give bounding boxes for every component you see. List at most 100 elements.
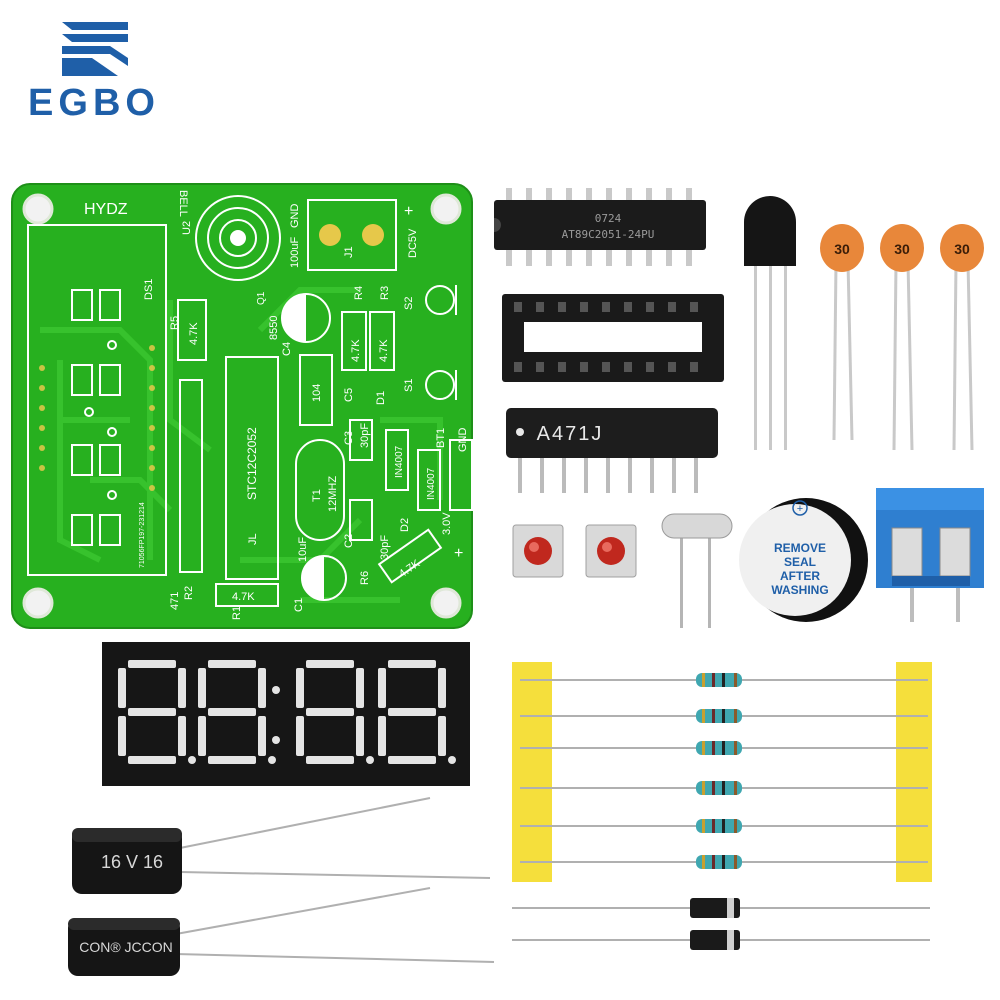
pcb-label-3v: 3.0V <box>441 512 453 535</box>
pcb-label-c4: C4 <box>281 342 293 356</box>
push-button-1 <box>512 524 564 578</box>
mounting-hole-icon <box>22 193 462 619</box>
pcb-label-ic: STC12C2052 <box>245 427 259 500</box>
electrolytic-cap-label: CON® JCCON <box>79 939 173 955</box>
pcb-label-r5-val: 4.7K <box>188 322 200 345</box>
pcb-label-c1: C1 <box>293 598 305 612</box>
pcb-label-c2: C2 <box>343 534 355 548</box>
pcb-label-ds1: DS1 <box>143 279 155 300</box>
pcb-label-r2: R2 <box>183 586 195 600</box>
pcb-board: HYDZ BELL U2 100uF GND J1 DC5V + DS1 R5 … <box>11 183 473 629</box>
pcb-label-d2-val: IN4007 <box>426 467 437 500</box>
display-digit <box>296 660 374 764</box>
resistor <box>520 673 928 687</box>
pcb-label-c5: C5 <box>343 388 355 402</box>
resistor-network-label: A471J <box>537 423 604 445</box>
pcb-label-s1: S1 <box>403 379 415 392</box>
resistor <box>520 709 928 723</box>
display-silkscreen <box>27 224 167 576</box>
diodes <box>512 898 930 950</box>
pcb-label-c3: C3 <box>343 431 355 445</box>
brand-name: EGBO <box>28 82 160 124</box>
pcb-label-100uf: 100uF <box>289 237 301 268</box>
pcb-label-serial: 71056FP197-231214 <box>139 502 146 568</box>
pcb-label-104: 104 <box>311 384 323 402</box>
microcontroller-chip: 0724 AT89C2051-24PU <box>494 188 706 266</box>
resistor-strip <box>512 662 932 882</box>
resistor <box>520 819 928 833</box>
pcb-label-q1: Q1 <box>256 291 267 305</box>
ic-socket <box>502 294 724 382</box>
chip-model: AT89C2051-24PU <box>562 228 655 241</box>
pcb-label-c2-val: 30pF <box>379 535 391 560</box>
resistor <box>520 855 928 869</box>
pcb-label-10uf: 10uF <box>297 537 309 562</box>
ceramic-cap-3: 30 <box>940 224 984 272</box>
ceramic-capacitors: 30 30 30 <box>820 224 984 451</box>
pcb-label-s2: S2 <box>403 297 415 310</box>
ceramic-cap-label: 30 <box>834 241 850 257</box>
pcb-label-d1: D1 <box>375 391 387 405</box>
pcb-label-plus-top: + <box>404 203 413 220</box>
pcb-title: HYDZ <box>84 201 128 218</box>
pcb-label-bt1: BT1 <box>435 428 447 448</box>
display-digit <box>118 660 196 764</box>
ic-silkscreen <box>225 356 279 580</box>
pcb-label-dc5v: DC5V <box>407 228 419 258</box>
pcb-label-r3: R3 <box>379 286 391 300</box>
seven-segment-display <box>102 642 470 786</box>
pcb-label-gnd-top: GND <box>289 204 301 229</box>
electrolytic-cap-label: 16 V 16 <box>101 852 163 872</box>
pcb-label-ic-notch: JL <box>247 533 259 545</box>
ceramic-cap-2: 30 <box>880 224 924 272</box>
display-digit <box>198 660 276 764</box>
buzzer-label-line2: SEAL <box>784 555 816 569</box>
switch-silkscreen <box>425 285 457 400</box>
plus-icon <box>792 500 808 516</box>
pcb-label-t1: T1 <box>311 489 323 502</box>
logo-mark-icon <box>62 22 128 76</box>
chip-code: 0724 <box>595 212 622 225</box>
electrolytic-cap-2: CON® JCCON <box>68 918 180 976</box>
pcb-label-plus-bt: + <box>454 545 463 562</box>
resistor <box>520 741 928 755</box>
pcb-label-r3-val: 4.7K <box>378 339 390 362</box>
pcb-label-u2: U2 <box>181 221 193 235</box>
terminal-block <box>876 488 984 622</box>
capacitor-silkscreen <box>281 293 347 601</box>
pcb-label-r1: R1 <box>231 606 243 620</box>
pcb-label-r4-val: 4.7K <box>350 339 362 362</box>
pcb-label-r4: R4 <box>353 286 365 300</box>
transistor <box>744 196 796 450</box>
resistor <box>520 781 928 795</box>
display-digit <box>378 660 456 764</box>
brand-logo: EGBO <box>28 22 160 124</box>
pcb-label-c3-val: 30pF <box>359 423 371 448</box>
electrolytic-cap-1: 16 V 16 <box>72 828 182 894</box>
crystal-oscillator <box>661 513 733 628</box>
resistor-network: A471J <box>506 408 718 493</box>
electrolytic-capacitors: 16 V 16 CON® JCCON <box>68 797 495 976</box>
svg-text:+: + <box>797 503 803 515</box>
piezo-buzzer: + REMOVE SEAL AFTER WASHING <box>739 498 868 622</box>
pcb-label-12mhz: 12MHZ <box>327 476 339 512</box>
ceramic-cap-label: 30 <box>954 241 970 257</box>
buzzer-label-line1: REMOVE <box>774 541 826 555</box>
pcb-label-r5: R5 <box>169 316 181 330</box>
pcb-label-d1-val: IN4007 <box>394 445 405 478</box>
push-buttons <box>512 524 637 578</box>
pcb-label-d2: D2 <box>399 518 411 532</box>
pcb-label-r1-val: 4.7K <box>232 591 255 603</box>
pcb-label-gnd-bt: GND <box>457 428 469 453</box>
ceramic-cap-1: 30 <box>820 224 864 272</box>
push-button-2 <box>585 524 637 578</box>
buzzer-label-line4: WASHING <box>771 583 828 597</box>
buzzer-silkscreen <box>195 195 281 281</box>
ceramic-cap-label: 30 <box>894 241 910 257</box>
pcb-label-8550: 8550 <box>268 316 280 340</box>
pcb-label-471: 471 <box>169 592 181 610</box>
pcb-label-bell: BELL <box>177 190 189 217</box>
buzzer-label-line3: AFTER <box>780 569 820 583</box>
pcb-label-j1: J1 <box>343 246 355 258</box>
